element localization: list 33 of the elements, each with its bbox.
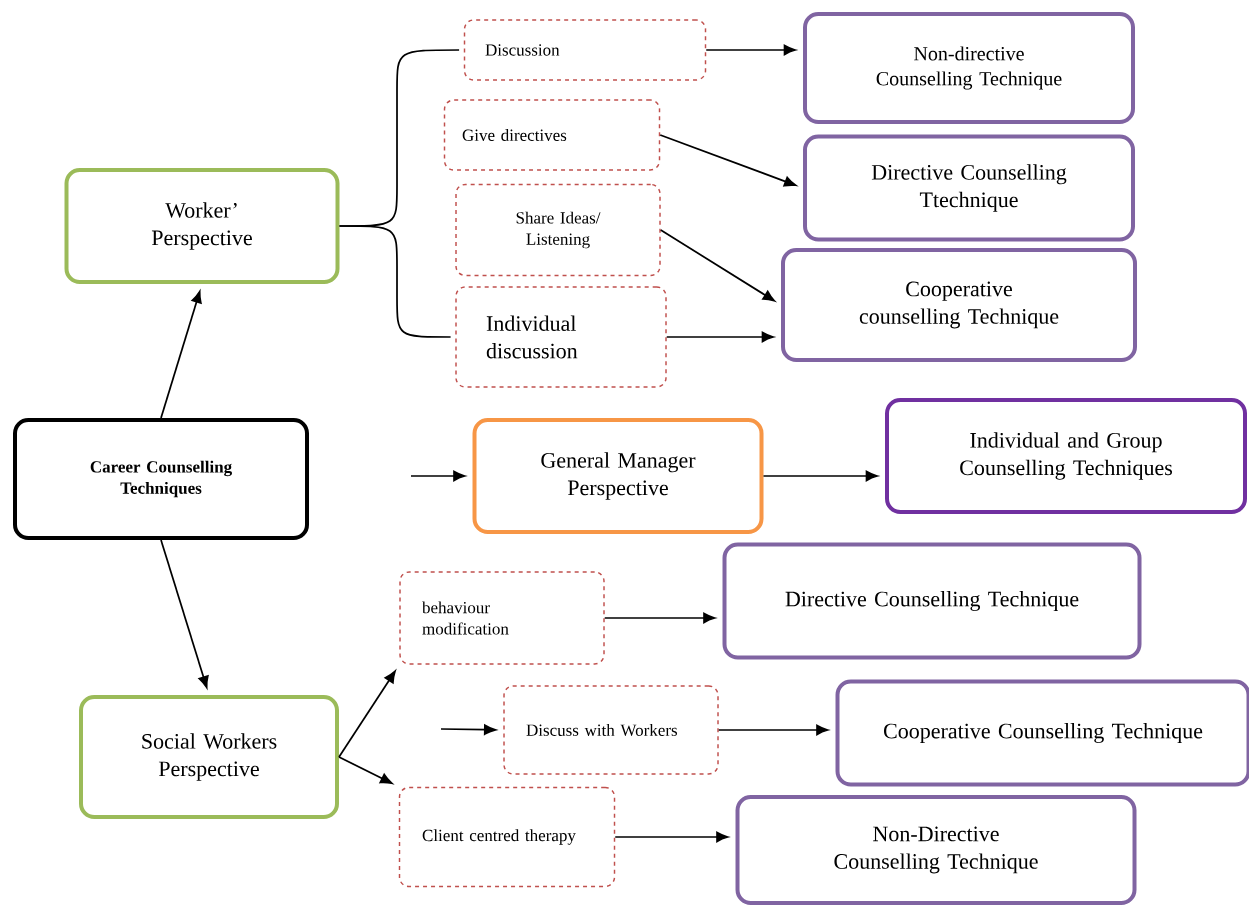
arrow [160,539,209,689]
arrow [338,756,393,785]
technique-box: Directive Counselling Ttechnique [803,134,1135,242]
technique-box: Cooperative counselling Technique [781,248,1137,362]
topic-box: Career Counselling Techniques [13,418,309,540]
arrow [705,44,796,56]
technique-box: Non-directive Counselling Technique [803,12,1135,124]
technique-box: Directive Counselling Technique [722,542,1142,660]
method-box: Discuss with Workers [503,685,719,775]
arrow [410,470,466,482]
arrow [659,229,776,302]
arrow [762,470,878,482]
arrow [717,724,829,736]
perspective-box: Social Workers Perspective [79,695,339,819]
perspective-box: Worker’ Perspective [64,168,340,284]
method-box: Give directives [443,99,661,171]
technique-box: Individual and Group Counselling Techniques [885,398,1247,514]
arrow [659,134,797,187]
arrow [440,724,497,735]
technique-box: Non-Directive Counselling Technique [735,795,1137,905]
perspective-box: General Manager Perspective [472,418,764,534]
method-box: Client centred therapy [398,786,616,888]
arrow [603,612,716,624]
method-box: Share Ideas/ Listening [455,183,661,277]
technique-box: Cooperative Counselling Technique [835,679,1249,787]
arrow [160,290,202,419]
arrow [614,831,729,843]
method-box: Individual discussion [455,286,667,388]
arrow [665,331,774,343]
method-box: behaviour modification [399,571,605,665]
arrow [338,670,396,758]
brace-connector [338,225,452,338]
method-box: Discussion [463,19,707,81]
